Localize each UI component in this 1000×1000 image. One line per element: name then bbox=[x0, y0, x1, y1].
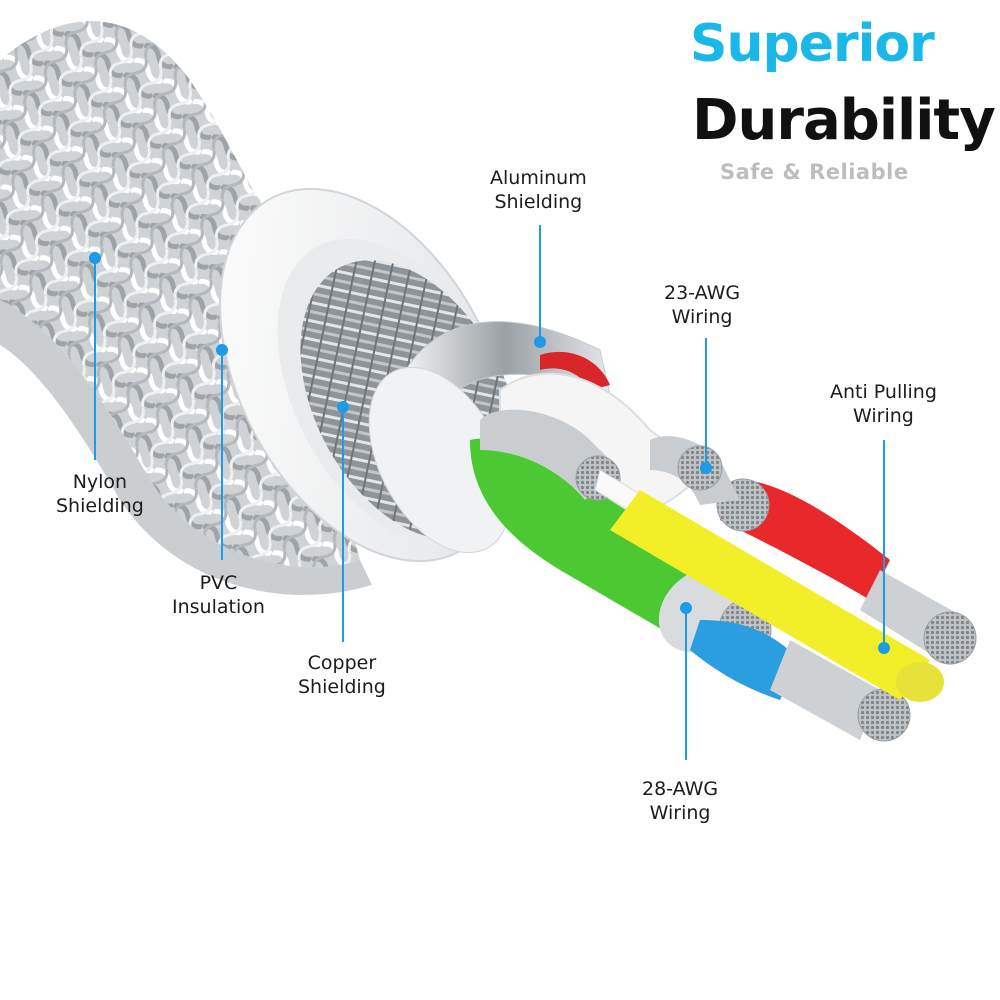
label-aluminum-shielding: Aluminum Shielding bbox=[490, 166, 587, 214]
callout-awg28-dot bbox=[680, 602, 692, 614]
label-nylon-line2: Shielding bbox=[56, 495, 144, 517]
green-wire bbox=[470, 438, 730, 640]
callout-copper-dot bbox=[337, 401, 349, 413]
label-28awg-wiring: 28-AWG Wiring bbox=[642, 777, 718, 825]
label-23awg-wiring: 23-AWG Wiring bbox=[664, 281, 740, 329]
headline-line-2: Durability bbox=[692, 88, 996, 153]
label-23awg-line1: 23-AWG bbox=[664, 282, 741, 304]
callout-aluminum-dot bbox=[534, 336, 546, 348]
label-nylon-shielding: Nylon Shielding bbox=[56, 470, 144, 518]
headline-line-1: Superior bbox=[690, 14, 935, 74]
label-copper-line2: Shielding bbox=[298, 676, 386, 698]
label-copper-line1: Copper bbox=[307, 652, 377, 674]
label-pvc-line2: Insulation bbox=[172, 596, 265, 618]
label-pvc-insulation: PVC Insulation bbox=[172, 571, 265, 619]
callout-nylon-dot bbox=[89, 252, 101, 264]
label-nylon-line1: Nylon bbox=[72, 471, 128, 493]
label-anti-pulling-wiring: Anti Pulling Wiring bbox=[830, 380, 937, 428]
callout-awg23-dot bbox=[700, 462, 712, 474]
label-28awg-line1: 28-AWG bbox=[642, 778, 719, 800]
label-23awg-line2: Wiring bbox=[671, 306, 733, 328]
headline-tagline: Safe & Reliable bbox=[720, 160, 909, 184]
yellow-wire-end bbox=[896, 662, 944, 702]
label-28awg-line2: Wiring bbox=[649, 802, 711, 824]
blue-wire-conductor bbox=[770, 640, 880, 740]
label-aluminum-line1: Aluminum bbox=[490, 167, 587, 189]
red-core-hint bbox=[540, 351, 610, 390]
aluminum-foil-sleeve bbox=[399, 321, 611, 421]
callout-antipull-dot bbox=[878, 642, 890, 654]
callout-pvc-dot bbox=[216, 344, 228, 356]
callout-lines bbox=[89, 225, 890, 760]
label-antipull-line2: Wiring bbox=[853, 405, 914, 427]
label-copper-shielding: Copper Shielding bbox=[298, 651, 386, 699]
nylon-braid-shade bbox=[0, 300, 372, 595]
blue-wire bbox=[690, 620, 800, 700]
red-wire-end-strands bbox=[923, 611, 977, 665]
label-pvc-line1: PVC bbox=[199, 572, 238, 594]
label-aluminum-line2: Shielding bbox=[494, 191, 583, 213]
yellow-wire bbox=[610, 490, 930, 700]
label-antipull-line1: Anti Pulling bbox=[830, 381, 937, 403]
